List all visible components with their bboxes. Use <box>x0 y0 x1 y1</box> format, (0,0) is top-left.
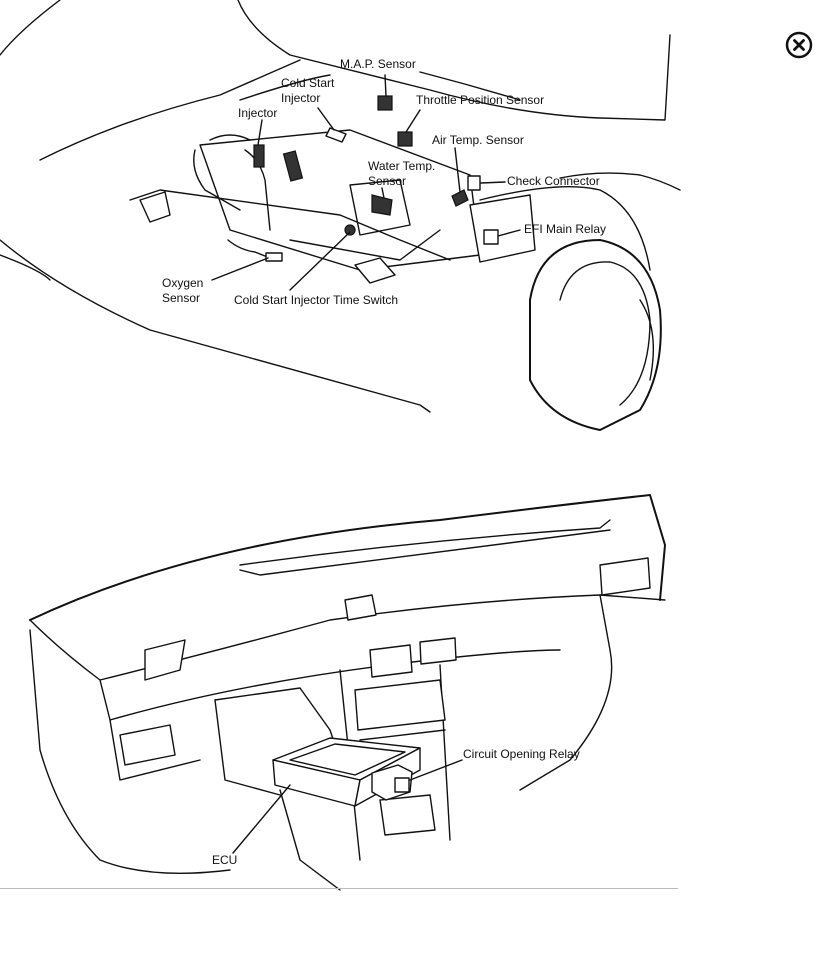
defrost-vent-line <box>239 519 611 566</box>
oxygen-sensor-wire <box>227 239 271 259</box>
cold-start-injector-part <box>325 127 347 143</box>
dashboard-drawing <box>29 494 666 891</box>
intake-top <box>209 134 251 141</box>
dash-labels: Circuit Opening Relay ECU <box>212 747 580 867</box>
engine-components <box>227 95 499 262</box>
radio-slot <box>354 679 446 731</box>
leader-oxygen <box>211 257 269 281</box>
console-divider <box>359 729 446 741</box>
strut-tower <box>479 185 651 271</box>
label-cold-start-injector-2: Injector <box>281 91 320 105</box>
label-check-connector: Check Connector <box>507 174 600 188</box>
mount-right <box>354 257 396 284</box>
label-cold-start-injector-time-switch: Cold Start Injector Time Switch <box>234 293 398 307</box>
relay-bracket <box>379 794 436 836</box>
relay-connector <box>394 777 410 793</box>
front-wheel <box>529 239 662 431</box>
throttle-position-sensor-part <box>397 131 413 147</box>
leader-map <box>384 74 387 97</box>
dash-left-end <box>29 629 231 875</box>
dash-lower-left <box>109 719 201 781</box>
center-vent-left <box>369 644 413 678</box>
check-connector-part <box>467 175 481 191</box>
label-injector: Injector <box>238 106 277 120</box>
engine-lower <box>289 229 441 261</box>
knee-panel-left <box>214 699 281 796</box>
leader-circuit-opening-relay <box>409 759 463 781</box>
oxygen-sensor-part <box>265 252 283 262</box>
dash-leader-lines <box>232 759 463 854</box>
efi-main-relay-part <box>483 229 499 245</box>
ecu-lid <box>289 743 406 776</box>
bottom-divider <box>0 888 678 889</box>
injector-part <box>253 144 265 168</box>
bay-rim-left <box>39 59 301 161</box>
front-body-lower <box>0 239 431 413</box>
label-oxygen-sensor-1: Oxygen <box>162 276 203 290</box>
leader-tps <box>405 109 421 133</box>
engine-labels: M.A.P. Sensor Cold Start Injector Inject… <box>162 57 606 307</box>
mount-left <box>139 191 171 223</box>
label-water-temp-sensor-2: Sensor <box>368 174 406 188</box>
label-air-temp-sensor: Air Temp. Sensor <box>432 133 524 147</box>
label-oxygen-sensor-2: Sensor <box>162 291 200 305</box>
lower-left-panel <box>119 724 176 766</box>
label-ecu: ECU <box>212 853 237 867</box>
engine-front <box>193 149 241 211</box>
center-vent-right <box>419 637 457 665</box>
label-water-temp-sensor-1: Water Temp. <box>368 159 435 173</box>
close-icon <box>785 31 813 59</box>
bumper-edge <box>0 254 51 281</box>
label-circuit-opening-relay: Circuit Opening Relay <box>463 747 580 761</box>
steering-column <box>279 789 341 891</box>
fender-top-left <box>0 0 61 56</box>
engine-leader-lines <box>211 71 521 291</box>
leader-water-temp <box>381 187 385 199</box>
relay-box <box>469 194 536 263</box>
engine-bay-drawing <box>0 0 681 431</box>
dash-right-end <box>519 594 613 791</box>
leader-efi-relay <box>497 229 521 237</box>
hood-outline <box>237 0 671 121</box>
leader-check-connector <box>480 181 506 184</box>
label-cold-start-injector-1: Cold Start <box>281 76 335 90</box>
leader-cold-start-injector <box>317 107 335 131</box>
dash-top <box>29 494 666 621</box>
leader-time-switch <box>289 231 351 291</box>
water-temp-sensor-part <box>371 194 393 216</box>
center-vent-small <box>344 594 377 621</box>
bay-rim-mid <box>239 74 331 101</box>
label-efi-main-relay: EFI Main Relay <box>524 222 606 236</box>
fender-right <box>559 172 681 191</box>
label-throttle-position-sensor: Throttle Position Sensor <box>416 93 544 107</box>
label-map-sensor: M.A.P. Sensor <box>340 57 416 71</box>
map-sensor-part <box>377 95 393 111</box>
defrost-vent-lower <box>239 529 611 576</box>
left-vent <box>144 639 186 681</box>
leader-air-temp <box>454 147 461 193</box>
close-button[interactable] <box>784 30 814 60</box>
wheel-arch <box>639 299 654 381</box>
leader-ecu <box>232 784 291 854</box>
right-vent <box>599 557 651 596</box>
time-switch-part <box>344 224 356 236</box>
dash-face-upper <box>29 594 666 681</box>
wheel-inner <box>559 261 651 406</box>
leader-map-ext <box>419 71 521 101</box>
leader-injector <box>257 119 263 146</box>
injector-pair-part <box>282 150 304 182</box>
